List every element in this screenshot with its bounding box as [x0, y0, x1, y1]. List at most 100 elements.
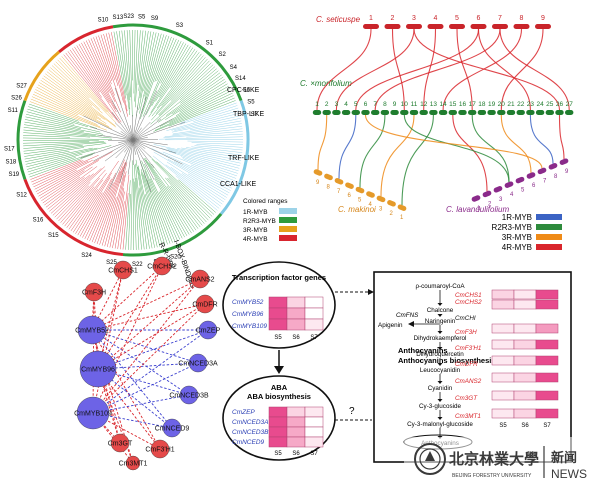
- chromosome-block: [384, 24, 401, 29]
- arrow-head: [437, 331, 443, 334]
- tree-branch: [24, 119, 104, 135]
- clade-arc: [16, 100, 27, 180]
- tree-branch: [26, 145, 112, 168]
- stage-label: S5: [499, 423, 507, 429]
- tree-branch: [154, 95, 234, 131]
- tree-branch: [134, 30, 141, 108]
- chromosome-label: 6: [532, 183, 536, 189]
- clade-label: S22: [132, 262, 143, 268]
- tree-branch: [30, 98, 101, 128]
- chromosome-block: [312, 110, 322, 115]
- network-edge: [91, 329, 161, 450]
- tree-branch: [40, 80, 102, 120]
- stage-label: S6: [521, 423, 529, 429]
- aba-gene-label: CmNCED3A: [232, 419, 268, 426]
- tree-legend-swatch: [279, 235, 297, 241]
- chromosome-block: [345, 182, 354, 189]
- tree-branch: [55, 61, 116, 123]
- tree-branch: [100, 34, 116, 81]
- tree-branch: [134, 181, 137, 250]
- tree-branch: [166, 74, 222, 116]
- network-node-label: CmMYB96: [81, 367, 115, 374]
- tree-branch: [62, 186, 95, 225]
- tree-branch: [34, 91, 93, 121]
- tree-branch: [93, 139, 134, 162]
- arrow-head: [437, 363, 443, 366]
- subfamily-label: TRF-LIKE: [228, 155, 259, 162]
- tree-branch: [135, 159, 150, 249]
- tree-branch: [111, 32, 128, 112]
- tree-branch: [67, 51, 102, 98]
- tree-branch: [143, 32, 157, 91]
- enzyme-label: CmDFR: [455, 361, 478, 368]
- tree-branch: [51, 65, 101, 110]
- tree-branch: [63, 54, 120, 124]
- synteny-link: [317, 114, 328, 171]
- clade-label: S9: [151, 16, 159, 22]
- tree-branch: [75, 177, 111, 234]
- anthocyanin-title-1: Anthocyanins: [398, 346, 448, 355]
- clade-label: S23: [123, 14, 134, 20]
- tree-branch: [34, 159, 93, 190]
- synteny-link: [423, 28, 437, 111]
- chromosome-label: 25: [546, 101, 554, 108]
- chromosome-block: [487, 110, 496, 115]
- synteny-link: [359, 114, 386, 188]
- aba-gene-label: CmZEP: [232, 409, 255, 416]
- clade-arc: [23, 50, 61, 102]
- chromosome-block: [482, 190, 492, 198]
- heat-cell: [304, 436, 324, 448]
- tree-branch: [145, 194, 158, 248]
- tree-branch: [44, 166, 98, 206]
- tree-branch: [23, 132, 90, 138]
- metabolite-label: Leucocyanidin: [420, 367, 461, 374]
- metabolite-label: Chalcone: [427, 307, 454, 314]
- network-node: [77, 315, 107, 345]
- synteny-legend-swatch: [536, 214, 562, 220]
- metabolite-label: ρ-coumaroyl-CoA: [415, 283, 465, 290]
- chromosome-label: 12: [420, 101, 428, 108]
- tree-branch: [127, 139, 134, 175]
- stage-label: S5: [274, 335, 282, 341]
- tree-branch: [166, 161, 226, 200]
- heat-cell: [304, 426, 324, 438]
- chromosome-label: 7: [337, 189, 341, 195]
- synteny-link: [380, 114, 415, 197]
- tree-branch: [159, 90, 232, 127]
- tree-branch: [182, 158, 237, 179]
- network-edge: [92, 329, 209, 414]
- synteny-link: [500, 114, 532, 174]
- network-node: [195, 294, 215, 314]
- tree-branch: [155, 44, 189, 102]
- tree-branch: [32, 93, 79, 116]
- heat-cell: [513, 339, 537, 350]
- tree-branch: [107, 175, 125, 247]
- tree-branch: [23, 127, 96, 136]
- tree-branch: [145, 159, 192, 234]
- subfamily-label: CPC-LIKE: [227, 87, 260, 94]
- clade-label: S18: [6, 160, 17, 166]
- chromosome-label: 2: [390, 211, 394, 217]
- tree-branch: [137, 30, 144, 86]
- arrow-head: [437, 303, 443, 306]
- tree-legend: Colored ranges 1R-MYB R2R3-MYB 3R-MYB 4R…: [243, 198, 297, 243]
- heat-cell: [513, 408, 537, 419]
- chromosome-block: [497, 110, 506, 115]
- tree-branch: [148, 49, 196, 118]
- chromosome-label: 1: [315, 101, 319, 108]
- clade-label: S20: [170, 255, 181, 261]
- tree-branch: [129, 30, 133, 117]
- chromosome-label: 26: [556, 101, 564, 108]
- enzyme-label: CmANS2: [455, 378, 482, 385]
- tree-branch: [23, 137, 113, 140]
- tree-branch: [49, 173, 94, 212]
- tree-branch: [59, 57, 114, 118]
- tree-branch: [133, 30, 136, 94]
- tree-branch: [114, 122, 134, 141]
- tree-branch: [170, 185, 203, 226]
- tree-branch: [80, 139, 134, 159]
- tree-legend-swatch: [279, 217, 297, 223]
- tf-gene-label: CmMYB109: [232, 323, 267, 330]
- tree-branch: [151, 58, 208, 121]
- university-watermark: 北京林業大學 BEIJING FORESTRY UNIVERSITY 新闻 NE…: [404, 437, 600, 499]
